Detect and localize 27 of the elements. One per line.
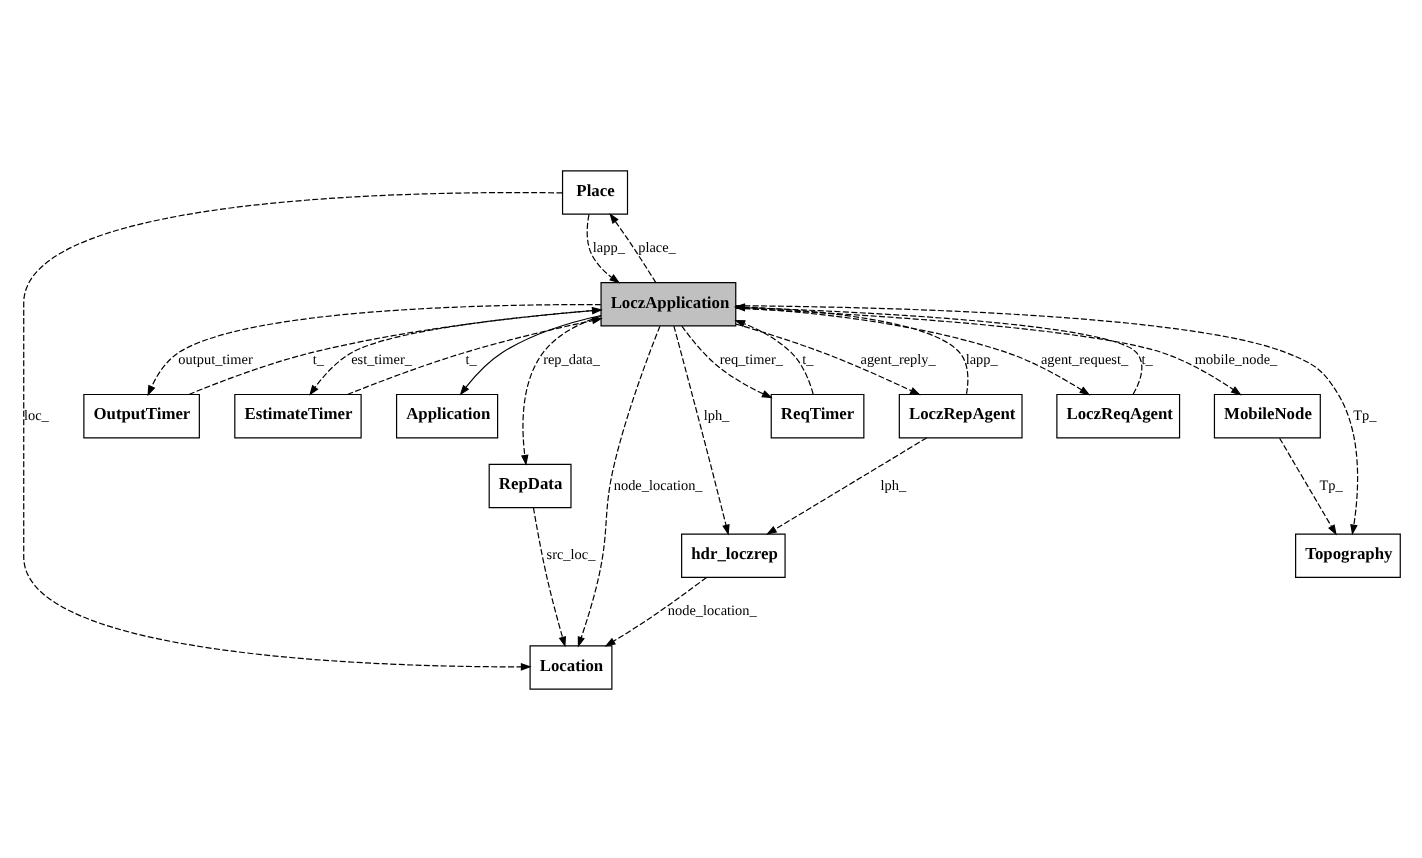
arrow [734,305,1090,395]
node-box: ReqTimer [769,392,864,438]
arrow [734,306,1241,395]
arrow [672,324,729,535]
arrow [585,213,620,283]
arrow [733,318,813,394]
arrow [22,191,562,670]
arrow [576,324,660,647]
node-box: LoczRepAgent [897,392,1022,438]
node-box: EstimateTimer [233,392,361,438]
node-box: LoczApplication [599,281,736,326]
node-box: Place [560,169,628,214]
arrow [734,322,920,395]
arrow [1278,436,1336,535]
node-box: Topography [1294,532,1400,577]
arrow [680,324,772,398]
node-box: Application [394,392,498,438]
arrow [765,436,927,534]
node-box: MobileNode [1212,392,1320,438]
node-box: OutputTimer [82,392,199,438]
node-box: LoczReqAgent [1055,392,1180,438]
node-box: Location [528,644,612,689]
arrow [608,212,656,283]
node-box: RepData [487,462,571,508]
arrow [603,575,707,646]
node-box: hdr_loczrep [680,532,785,577]
arrow [531,506,566,647]
